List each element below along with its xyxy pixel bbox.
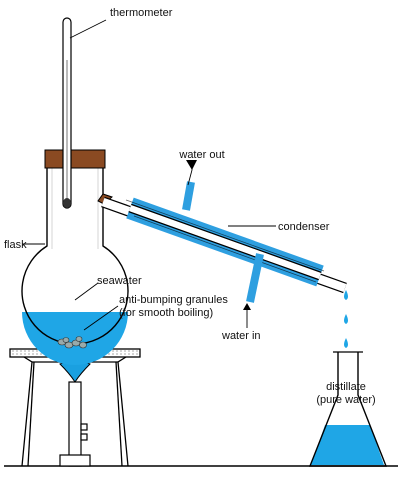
water-in-label: water in bbox=[221, 330, 261, 342]
thermometer-label: thermometer bbox=[110, 7, 173, 19]
water-droplets bbox=[344, 290, 348, 348]
bunsen-burner bbox=[59, 381, 91, 467]
thermometer bbox=[62, 17, 72, 209]
distillate-label-line1: distillate bbox=[326, 381, 366, 393]
rubber-stopper bbox=[44, 149, 106, 169]
anti-bumping-granules bbox=[57, 336, 87, 349]
flask-label: flask bbox=[4, 239, 27, 251]
granules-label-line2: (for smooth boiling) bbox=[119, 307, 213, 319]
condenser-label: condenser bbox=[278, 221, 330, 233]
seawater-label: seawater bbox=[97, 275, 142, 287]
granules-label-line1: anti-bumping granules bbox=[119, 294, 228, 306]
conical-flask bbox=[308, 352, 388, 467]
water-out-label: water out bbox=[178, 149, 224, 161]
leader-lines bbox=[22, 19, 276, 331]
distillate-label-line2: (pure water) bbox=[316, 394, 375, 406]
seawater-liquid bbox=[22, 312, 128, 365]
distillate-liquid bbox=[311, 425, 384, 465]
condenser bbox=[97, 181, 347, 303]
